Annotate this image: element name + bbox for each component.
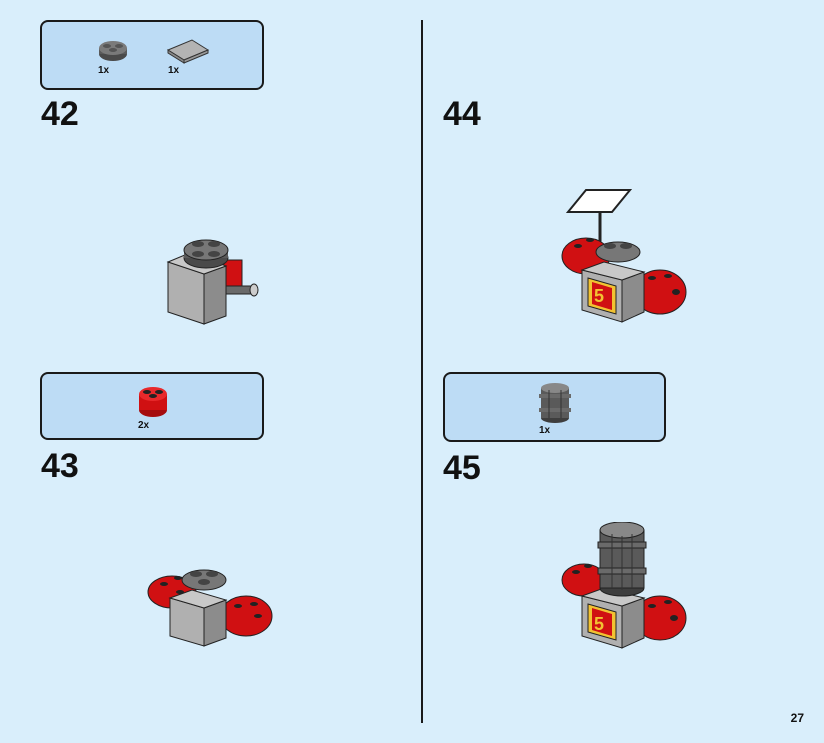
part-qty: 1x [168, 65, 180, 76]
dark-grey-barrel-icon [539, 383, 571, 423]
part-qty: 2x [138, 420, 150, 431]
sticker-label: 5 [594, 286, 605, 306]
step-44-model [561, 189, 687, 323]
step-45-model [561, 522, 687, 649]
parts-callout-step-43: 2x [40, 372, 264, 440]
step-number: 44 [443, 95, 481, 133]
step-number: 42 [41, 95, 79, 133]
part-qty: 1x [98, 65, 110, 76]
step-number: 43 [41, 447, 79, 485]
parts-callout-step-45: 1x [443, 372, 666, 442]
page-divider [421, 20, 423, 723]
red-round-brick-icon [139, 387, 167, 417]
sticker-label: 5 [594, 614, 605, 634]
step-number: 45 [443, 449, 481, 487]
page-number: 27 [790, 711, 804, 725]
step-43-model [147, 569, 273, 647]
grey-tile-icon [166, 39, 210, 64]
part-qty: 1x [539, 425, 551, 436]
grey-round-plate-icon [99, 41, 127, 61]
step-42-model [166, 239, 259, 325]
parts-callout-step-42: 1x 1x [40, 20, 264, 90]
